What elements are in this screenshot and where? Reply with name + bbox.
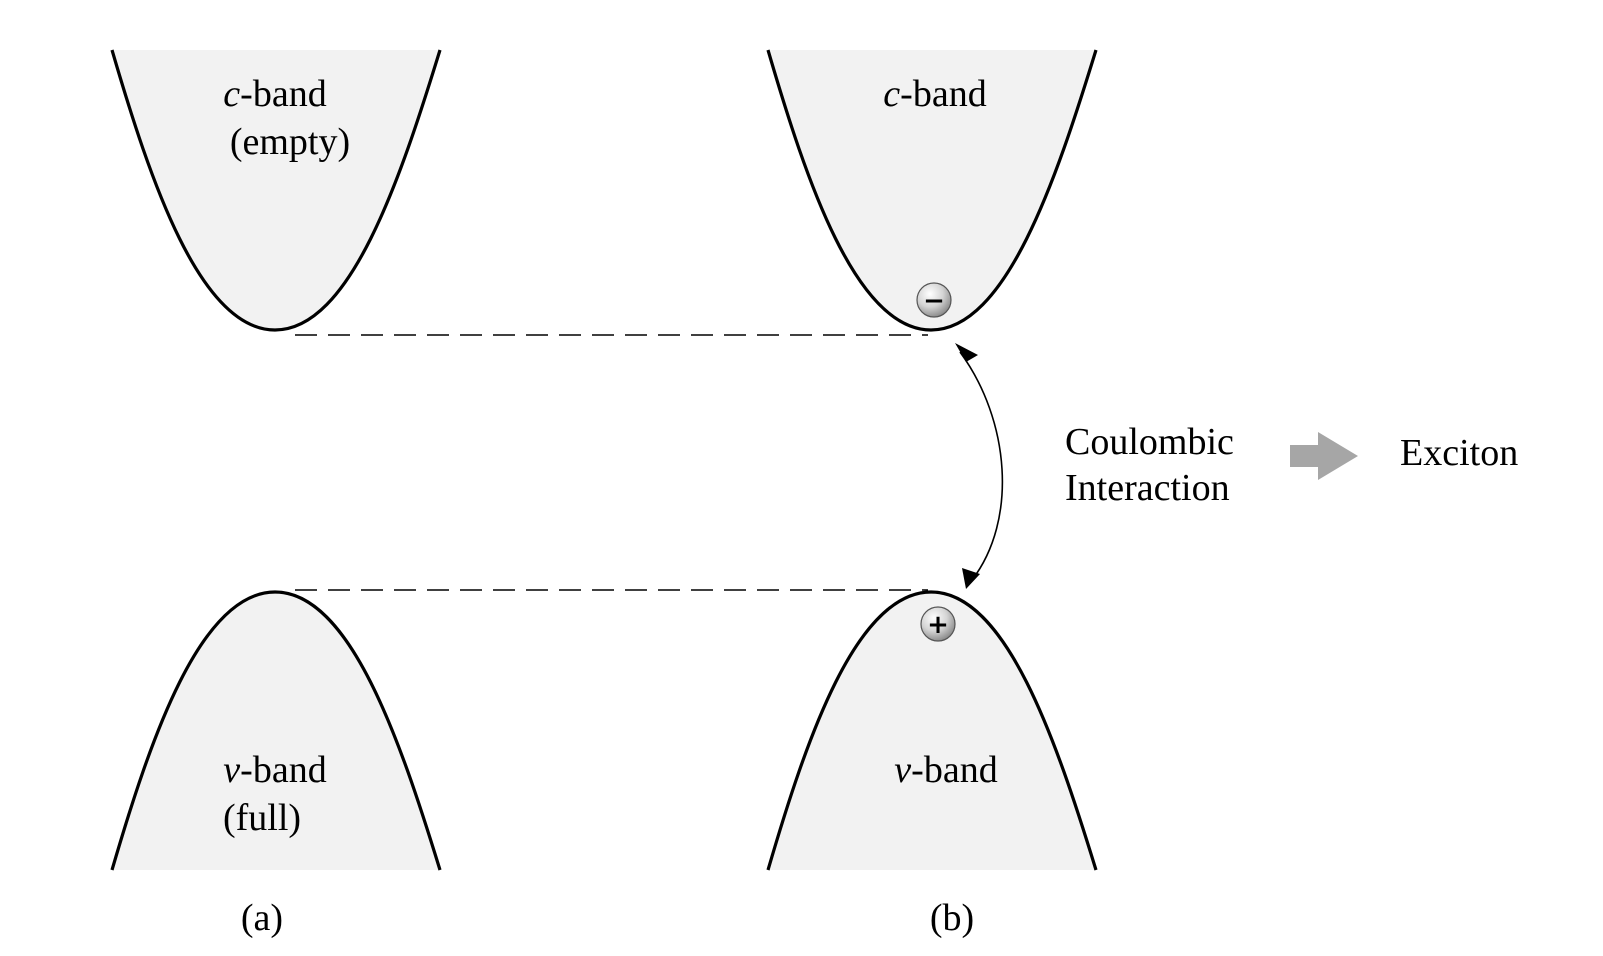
panel-b-valence-label: v-band (894, 749, 997, 791)
electron-icon: − (916, 282, 952, 318)
panel-a-valence-band (110, 590, 442, 871)
interaction-label-line1: Coulombic (1065, 421, 1234, 463)
coulomb-interaction-arrow (959, 351, 1004, 581)
arrowhead-up-icon (955, 343, 978, 362)
hole-icon: + (920, 606, 956, 642)
panel-a-valence-label: v-band (223, 749, 326, 791)
result-arrow-icon (1290, 432, 1358, 480)
arrowhead-down-icon (962, 568, 980, 589)
panel-a-conduction-band (110, 49, 442, 332)
electron-symbol: − (923, 286, 945, 316)
hole-symbol: + (927, 610, 949, 640)
panel-a-caption: (a) (241, 897, 283, 939)
panel-a-conduction-label: c-band (223, 73, 326, 115)
panel-b-valence-band (766, 590, 1098, 871)
panel-a-conduction-state: (empty) (230, 121, 350, 163)
exciton-label: Exciton (1400, 432, 1518, 474)
interaction-label-line2: Interaction (1065, 467, 1230, 509)
panel-b-conduction-label: c-band (883, 73, 986, 115)
panel-b-caption: (b) (930, 897, 974, 939)
panel-b-conduction-band (766, 49, 1098, 332)
panel-a-valence-state: (full) (223, 797, 301, 839)
